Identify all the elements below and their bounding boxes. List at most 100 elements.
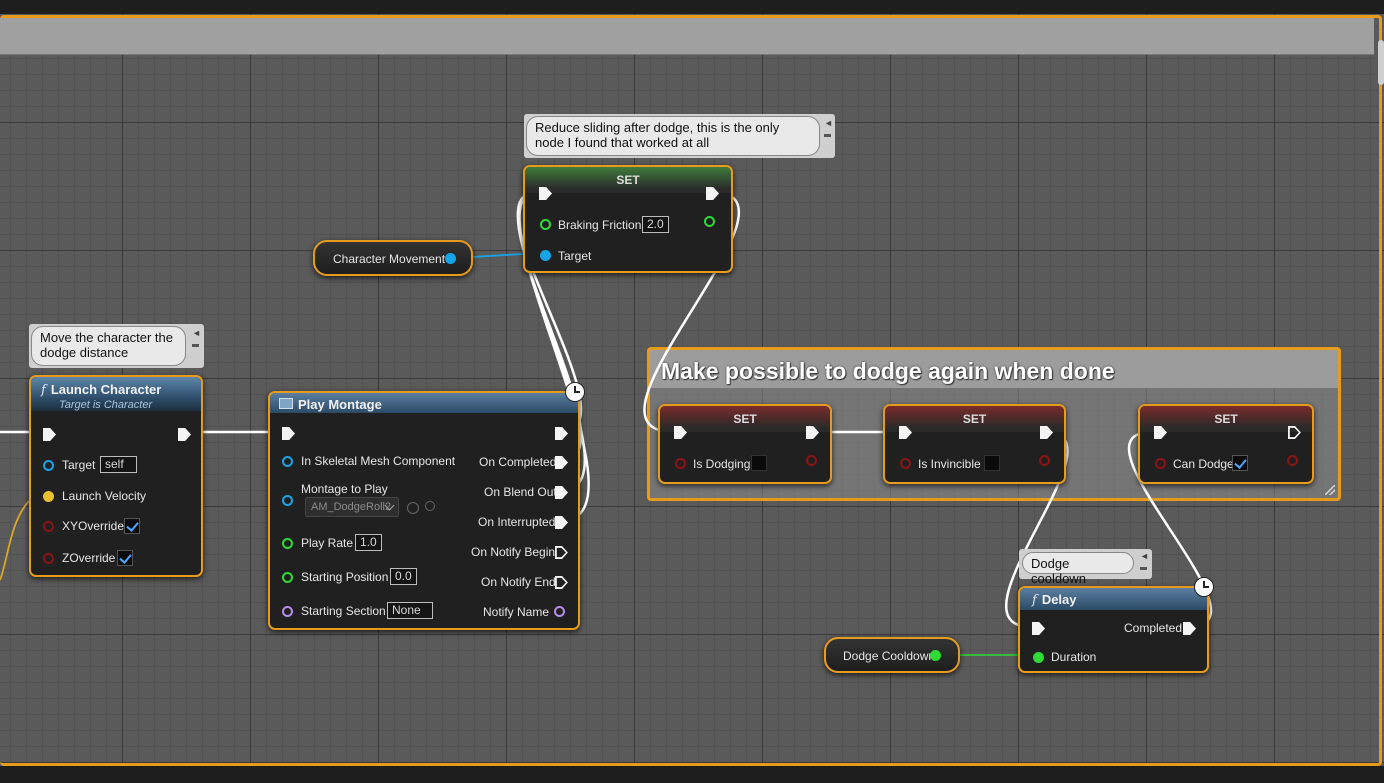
exec-in-pin[interactable]: [539, 187, 552, 200]
set-braking-header[interactable]: [525, 167, 731, 193]
pin-comment-icon[interactable]: ◄: [1140, 551, 1149, 561]
is-dodging-checkbox[interactable]: [751, 455, 767, 471]
outer-comment-title-bar[interactable]: [0, 18, 1374, 55]
dodge-cooldown-out-pin[interactable]: [930, 650, 941, 661]
set-braking-title: SET: [616, 173, 640, 187]
exec-out-pin[interactable]: [555, 427, 568, 440]
launch-character-header[interactable]: [31, 377, 201, 411]
montage-to-play-pin[interactable]: [282, 495, 293, 506]
on-completed-exec-pin[interactable]: [555, 456, 568, 469]
is-invincible-label: Is Invincible: [918, 457, 981, 471]
dodge-cooldown-comment-bubble[interactable]: Dodge cooldown ◄: [1019, 549, 1152, 586]
can-dodge-pin[interactable]: [1155, 458, 1166, 469]
on-notify-begin-label: On Notify Begin: [471, 545, 556, 559]
braking-friction-out-pin[interactable]: [704, 216, 715, 227]
set-dodging-header[interactable]: [660, 406, 830, 432]
zoverride-checkbox[interactable]: [117, 550, 133, 566]
in-skeletal-mesh-pin[interactable]: [282, 456, 293, 467]
on-notify-end-exec-pin[interactable]: [555, 576, 568, 589]
exec-in-pin[interactable]: [1154, 426, 1167, 439]
reduce-sliding-comment-bubble[interactable]: Reduce sliding after dodge, this is the …: [524, 114, 835, 158]
set-is-dodging-node[interactable]: SET Is Dodging: [658, 404, 832, 484]
exec-in-pin[interactable]: [43, 428, 56, 441]
exec-in-pin[interactable]: [674, 426, 687, 439]
make-possible-comment-header[interactable]: Make possible to dodge again when done: [650, 350, 1338, 388]
exec-out-pin[interactable]: [706, 187, 719, 200]
exec-out-pin[interactable]: [806, 426, 819, 439]
exec-in-pin[interactable]: [1032, 622, 1045, 635]
is-invincible-out-pin[interactable]: [1039, 455, 1050, 466]
play-montage-title: Play Montage: [298, 397, 382, 412]
duration-pin[interactable]: [1033, 652, 1044, 663]
move-character-comment-bubble[interactable]: Move the character the dodge distance ◄: [29, 324, 204, 368]
exec-in-pin[interactable]: [899, 426, 912, 439]
target-pin[interactable]: [540, 250, 551, 261]
set-invincible-header[interactable]: [885, 406, 1064, 432]
exec-out-pin[interactable]: [1040, 426, 1053, 439]
starting-position-input[interactable]: 0.0: [390, 568, 417, 585]
comment-bubble-toggle-icon[interactable]: [824, 134, 831, 137]
can-dodge-label: Can Dodge: [1173, 457, 1234, 471]
character-movement-out-pin[interactable]: [445, 253, 456, 264]
set-can-dodge-node[interactable]: SET Can Dodge: [1138, 404, 1314, 484]
can-dodge-out-pin[interactable]: [1287, 455, 1298, 466]
on-notify-begin-exec-pin[interactable]: [555, 546, 568, 559]
on-interrupted-label: On Interrupted: [478, 515, 556, 529]
montage-asset-dropdown[interactable]: AM_DodgeRoll2: [305, 497, 399, 517]
xyoverride-label: XYOverride: [62, 519, 125, 533]
target-self-input[interactable]: self: [100, 456, 137, 473]
set-braking-friction-node[interactable]: SET Braking Friction 2.0 Target: [523, 165, 733, 273]
xyoverride-pin[interactable]: [43, 521, 54, 532]
delay-header[interactable]: [1020, 588, 1207, 610]
target-pin[interactable]: [43, 460, 54, 471]
comment-bubble-toggle-icon[interactable]: [1140, 567, 1147, 570]
notify-name-label: Notify Name: [483, 605, 550, 619]
launch-velocity-label: Launch Velocity: [62, 489, 147, 503]
starting-section-input[interactable]: None: [387, 602, 433, 619]
play-montage-header[interactable]: [270, 393, 578, 413]
is-invincible-checkbox[interactable]: [984, 455, 1000, 471]
starting-section-pin[interactable]: [282, 606, 293, 617]
pin-comment-icon[interactable]: ◄: [824, 118, 833, 128]
character-movement-label: Character Movement: [333, 252, 446, 266]
set-can-dodge-header[interactable]: [1140, 406, 1312, 432]
is-dodging-pin[interactable]: [675, 458, 686, 469]
reduce-sliding-comment-text: Reduce sliding after dodge, this is the …: [526, 116, 820, 156]
comment-bubble-toggle-icon[interactable]: [192, 344, 199, 347]
xyoverride-checkbox[interactable]: [124, 518, 140, 534]
on-blend-out-exec-pin[interactable]: [555, 486, 568, 499]
checkmark-icon: [126, 519, 139, 532]
vertical-scrollbar[interactable]: [1378, 40, 1384, 85]
play-montage-node[interactable]: Play Montage In Skeletal Mesh Component …: [268, 391, 580, 630]
notify-name-pin[interactable]: [554, 606, 565, 617]
can-dodge-checkbox[interactable]: [1232, 455, 1248, 471]
vector-wire-launch-velocity: [0, 499, 31, 581]
pin-comment-icon[interactable]: ◄: [192, 328, 201, 338]
zoverride-pin[interactable]: [43, 553, 54, 564]
braking-friction-pin[interactable]: [540, 219, 551, 230]
is-invincible-pin[interactable]: [900, 458, 911, 469]
checkmark-icon: [1234, 456, 1247, 469]
character-movement-node[interactable]: Character Movement: [313, 240, 473, 276]
launch-velocity-pin[interactable]: [43, 491, 54, 502]
dodge-cooldown-variable-node[interactable]: Dodge Cooldown: [824, 637, 960, 673]
outer-comment-box[interactable]: [0, 15, 1382, 766]
use-selected-asset-icon[interactable]: [407, 502, 419, 514]
play-rate-input[interactable]: 1.0: [355, 534, 382, 551]
latent-clock-icon: [565, 382, 585, 402]
on-interrupted-exec-pin[interactable]: [555, 516, 568, 529]
exec-in-pin[interactable]: [282, 427, 295, 440]
exec-out-pin[interactable]: [178, 428, 191, 441]
comment-resize-handle[interactable]: [1325, 485, 1335, 495]
play-rate-pin[interactable]: [282, 538, 293, 549]
target-label: Target: [62, 458, 96, 472]
completed-exec-pin[interactable]: [1183, 622, 1196, 635]
starting-position-pin[interactable]: [282, 572, 293, 583]
is-dodging-out-pin[interactable]: [806, 455, 817, 466]
set-is-invincible-node[interactable]: SET Is Invincible: [883, 404, 1066, 484]
browse-search-icon[interactable]: [425, 501, 435, 511]
braking-friction-input[interactable]: 2.0: [642, 216, 669, 233]
